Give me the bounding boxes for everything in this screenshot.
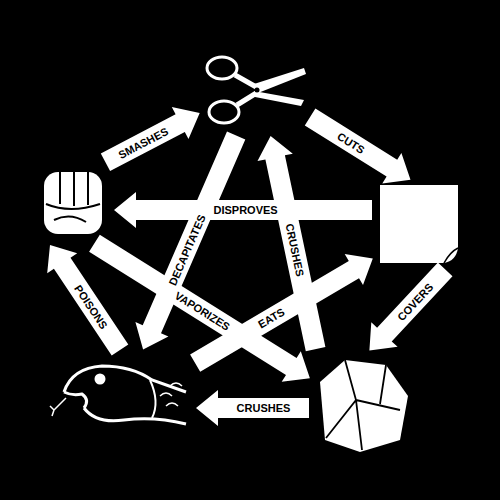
- snake-tongue: [50, 398, 66, 416]
- scissors-node: [205, 50, 305, 130]
- scissors-handle: [209, 101, 239, 123]
- snake-lower-jaw: [84, 408, 186, 424]
- arrow-label: COVERS: [392, 279, 437, 325]
- arrow-label: CRUSHES: [235, 401, 293, 415]
- paper-sheet: [380, 185, 458, 263]
- block-arrow: [196, 390, 309, 426]
- arrow-label: VAPORIZES: [170, 287, 234, 334]
- rock-body: [320, 360, 408, 452]
- block-arrow: [369, 263, 452, 351]
- rock-facets: [326, 360, 400, 450]
- arrow-label: POISONS: [70, 280, 112, 333]
- rock-icon: [320, 360, 408, 452]
- snake-eye: [96, 375, 104, 383]
- fist-body: [44, 172, 102, 234]
- snake-node: [50, 355, 190, 445]
- block-arrow: [305, 109, 411, 184]
- snake-scales: [160, 383, 182, 406]
- paper-curl: [444, 248, 458, 263]
- scissors-handle: [207, 57, 237, 79]
- scissors-blade: [254, 91, 304, 106]
- fist-fingers: [46, 172, 100, 222]
- snake-mouth: [64, 392, 87, 408]
- block-arrow: [114, 192, 372, 228]
- snake-neck: [150, 380, 156, 418]
- arrow-label: DISPROVES: [212, 203, 280, 217]
- block-arrow: [47, 245, 128, 356]
- paper-icon: [380, 185, 458, 263]
- block-arrow: [101, 107, 200, 171]
- snake-upper-jaw: [64, 366, 186, 392]
- paper-node: [378, 183, 460, 265]
- fist-node: [38, 165, 108, 240]
- scissors-icon: [207, 57, 306, 123]
- arrow-label: DECAPITATES: [164, 210, 209, 289]
- rock-node: [315, 355, 410, 455]
- scissors-blade: [254, 68, 306, 93]
- snake-icon: [50, 366, 186, 424]
- fist-icon: [44, 172, 102, 234]
- scissors-pivot: [255, 88, 260, 93]
